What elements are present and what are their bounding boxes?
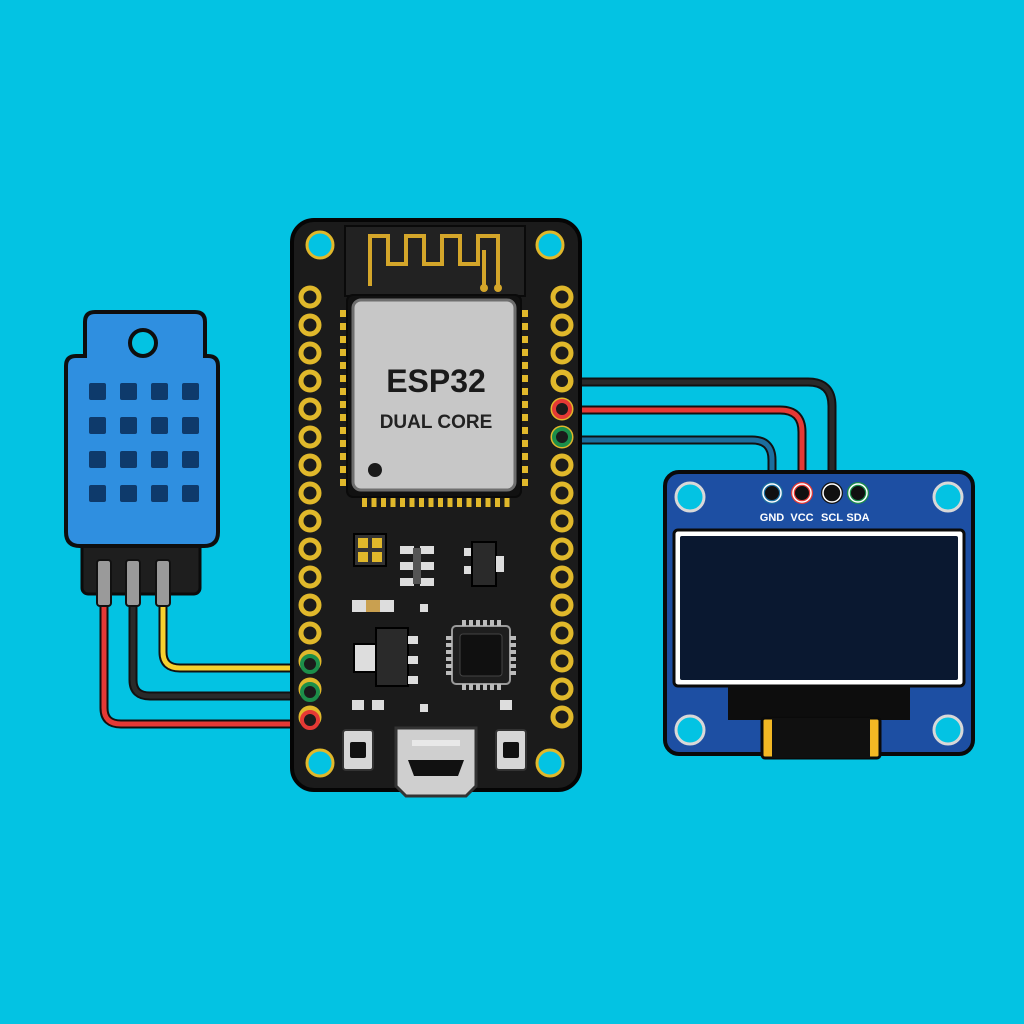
vent-hole	[182, 383, 199, 400]
vent-hole	[151, 451, 168, 468]
header-pin-left	[298, 341, 322, 365]
header-pin-right	[550, 705, 574, 729]
mounting-hole	[535, 748, 565, 778]
vent-hole	[89, 417, 106, 434]
mounting-hole	[305, 748, 335, 778]
wires	[99, 377, 837, 729]
header-pin-left	[298, 313, 322, 337]
header-pin-right	[550, 313, 574, 337]
mounting-hole	[932, 481, 964, 513]
header-pin-left	[298, 369, 322, 393]
header-pin-left	[298, 481, 322, 505]
mounting-hole	[932, 714, 964, 746]
usb-uart-chip	[446, 620, 516, 690]
vent-hole	[89, 451, 106, 468]
header-pin-right	[550, 593, 574, 617]
esp32-board: ESP32 DUAL CORE	[290, 218, 582, 798]
header-pin-right	[550, 453, 574, 477]
oled-pin-label: SCL	[821, 512, 843, 524]
header-pin-left	[298, 593, 322, 617]
header-pin-left	[298, 565, 322, 589]
vent-hole	[182, 417, 199, 434]
dht-sensor	[64, 310, 220, 607]
oled-pin-scl: SCL	[821, 482, 843, 524]
header-pin-right	[550, 649, 574, 673]
header-pin-left	[298, 621, 322, 645]
header-pin-right	[550, 285, 574, 309]
reset-button[interactable]	[495, 729, 527, 771]
vent-hole	[182, 485, 199, 502]
vent-hole	[120, 485, 137, 502]
mounting-hole	[128, 328, 158, 358]
vent-hole	[151, 417, 168, 434]
header-pin-left	[298, 285, 322, 309]
vent-hole	[89, 485, 106, 502]
micro-usb-port[interactable]	[394, 726, 478, 798]
vent-hole	[89, 383, 106, 400]
header-pin-right	[550, 341, 574, 365]
vent-hole	[151, 485, 168, 502]
header-pin-right	[550, 621, 574, 645]
mounting-hole	[674, 481, 706, 513]
vent-hole	[182, 451, 199, 468]
oled-pin-label: VCC	[790, 512, 813, 524]
header-pin-left	[298, 453, 322, 477]
oled-pin-label: GND	[760, 512, 785, 524]
header-pin-right	[550, 537, 574, 561]
header-pin-right	[550, 481, 574, 505]
mounting-hole	[305, 230, 335, 260]
vent-hole	[151, 383, 168, 400]
oled-pin-gnd: GND	[760, 482, 785, 524]
pcb-antenna	[368, 234, 500, 286]
header-pin-left	[298, 509, 322, 533]
header-pins-right	[550, 285, 574, 729]
esp32-module	[351, 298, 517, 492]
dht-sensor-pins	[96, 559, 171, 607]
vent-hole	[120, 451, 137, 468]
header-pin-right	[550, 565, 574, 589]
smd-components	[352, 533, 512, 712]
chip-label: ESP32	[386, 363, 486, 399]
pin1-marker	[368, 463, 382, 477]
mounting-hole	[674, 714, 706, 746]
oled-pin-sda: SDA	[846, 482, 870, 524]
oled-pin-vcc: VCC	[790, 482, 814, 524]
oled-pin-label: SDA	[846, 512, 869, 524]
module-pins	[340, 310, 528, 507]
chip-sublabel: DUAL CORE	[380, 412, 493, 433]
header-pin-right	[550, 509, 574, 533]
header-pins-left	[298, 285, 322, 730]
boot-button[interactable]	[342, 729, 374, 771]
vent-hole	[120, 417, 137, 434]
header-pin-left	[298, 397, 322, 421]
vent-hole	[120, 383, 137, 400]
oled-screen	[680, 536, 958, 680]
header-pin-left	[298, 425, 322, 449]
header-pin-left	[298, 537, 322, 561]
mounting-hole	[535, 230, 565, 260]
sensor-vent-grid	[89, 383, 199, 502]
header-pin-right	[550, 677, 574, 701]
